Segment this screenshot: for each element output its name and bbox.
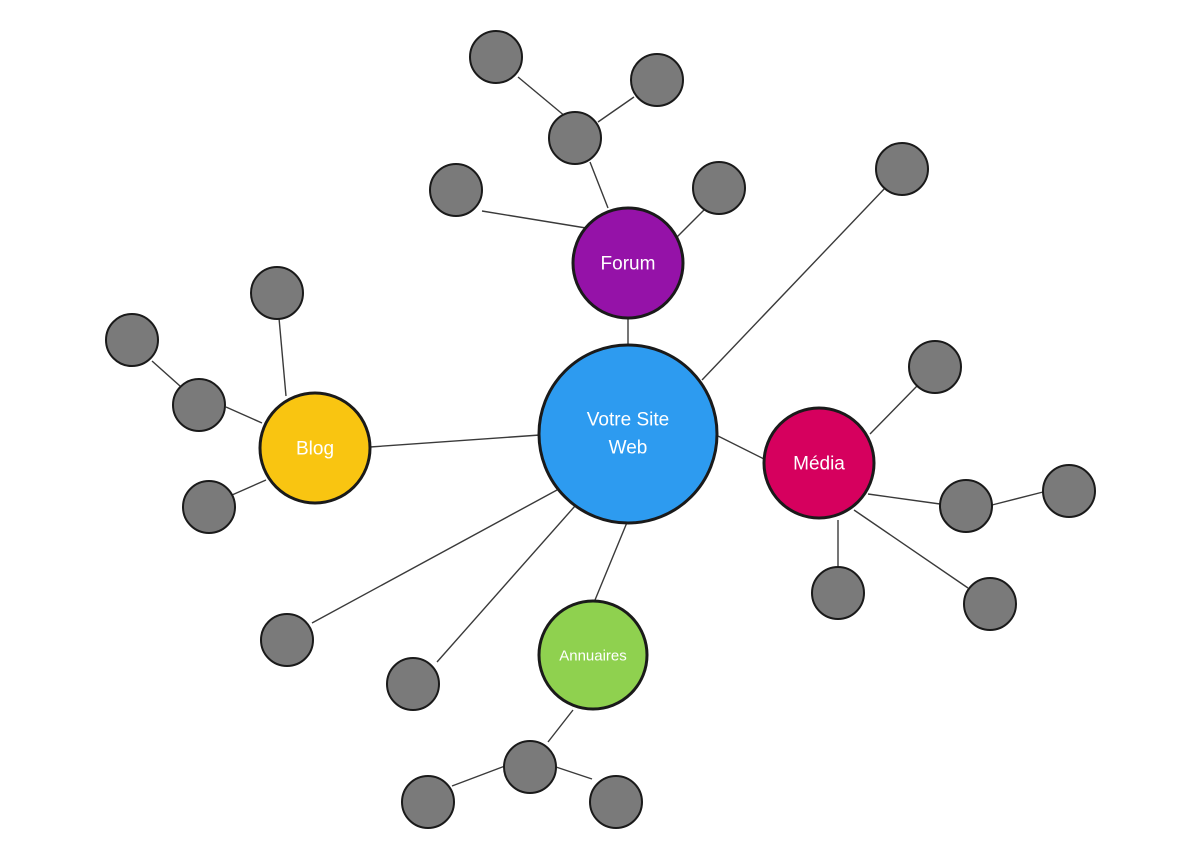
edge-blog-leaf-bottom xyxy=(231,479,267,496)
node-blog-label: Blog xyxy=(296,439,334,460)
edge-forum-hub xyxy=(589,161,609,209)
node-media-label: Média xyxy=(793,454,845,475)
edge-forum-leaf-left xyxy=(481,210,587,229)
node-annuaires-circle xyxy=(537,599,649,711)
node-forum: Forum xyxy=(571,206,685,320)
leaf-node-blog-far xyxy=(105,313,159,367)
leaf-node-annuaires-left xyxy=(401,775,455,829)
leaf-node-media-bottom xyxy=(811,566,865,620)
leaf-nodes xyxy=(105,30,1096,829)
node-forum-label: Forum xyxy=(601,254,656,275)
leaf-node-far-top-right xyxy=(875,142,929,196)
leaf-node-bottom-left xyxy=(386,657,440,711)
leaf-node-forum-right xyxy=(692,161,746,215)
edge-forum-leaf-right xyxy=(673,209,705,241)
edge-center-far-leaf xyxy=(701,186,887,381)
edge-media-leaf-top xyxy=(869,385,918,435)
edge-center-media xyxy=(717,435,767,461)
edge-media-leaf-bottom-right xyxy=(853,509,969,589)
main-nodes: Forum Blog Votre Site Web Média Annuaire… xyxy=(258,206,876,711)
leaf-node-media-bottom-right xyxy=(963,577,1017,631)
edge-media-hub-leaf xyxy=(991,491,1044,506)
leaf-node-forum-hub xyxy=(548,111,602,165)
leaf-node-media-far xyxy=(1042,464,1096,518)
leaf-node-blog-bottom xyxy=(182,480,236,534)
node-blog: Blog xyxy=(258,391,372,505)
node-annuaires: Annuaires xyxy=(537,599,649,711)
leaf-node-annuaires-hub xyxy=(503,740,557,794)
edge-forum-hub-leaf-top xyxy=(517,76,567,118)
leaf-node-blog-hub xyxy=(172,378,226,432)
edge-annuaires-hub-leaf-left xyxy=(451,765,506,787)
edge-blog-hub-leaf xyxy=(151,360,181,387)
edge-center-leaf-left xyxy=(311,489,558,624)
leaf-node-annuaires-right xyxy=(589,775,643,829)
edge-forum-hub-leaf-right xyxy=(597,96,635,123)
node-blog-circle xyxy=(258,391,372,505)
edge-blog-leaf-top xyxy=(278,317,287,397)
edge-media-hub xyxy=(867,493,941,505)
edge-annuaires-hub-leaf-right xyxy=(555,766,593,780)
node-media-circle xyxy=(762,406,876,520)
node-forum-circle xyxy=(571,206,685,320)
node-annuaires-label: Annuaires xyxy=(559,648,627,665)
leaf-node-left xyxy=(260,613,314,667)
edge-annuaires-hub xyxy=(547,709,574,743)
leaf-node-blog-top xyxy=(250,266,304,320)
edge-center-leaf-bottom-left xyxy=(436,505,576,663)
edge-blog-hub xyxy=(225,406,263,424)
node-center: Votre Site Web xyxy=(537,343,719,525)
node-center-label-line2: Web xyxy=(609,438,648,459)
leaf-node-forum-top-right xyxy=(630,53,684,107)
leaf-node-forum-left xyxy=(429,163,483,217)
edge-center-annuaires xyxy=(594,519,629,601)
edge-center-blog xyxy=(369,434,541,448)
node-center-label-line1: Votre Site xyxy=(587,410,669,431)
node-center-circle xyxy=(537,343,719,525)
leaf-node-media-top xyxy=(908,340,962,394)
edges xyxy=(151,76,1044,787)
leaf-node-forum-top xyxy=(469,30,523,84)
leaf-node-media-hub xyxy=(939,479,993,533)
node-media: Média xyxy=(762,406,876,520)
